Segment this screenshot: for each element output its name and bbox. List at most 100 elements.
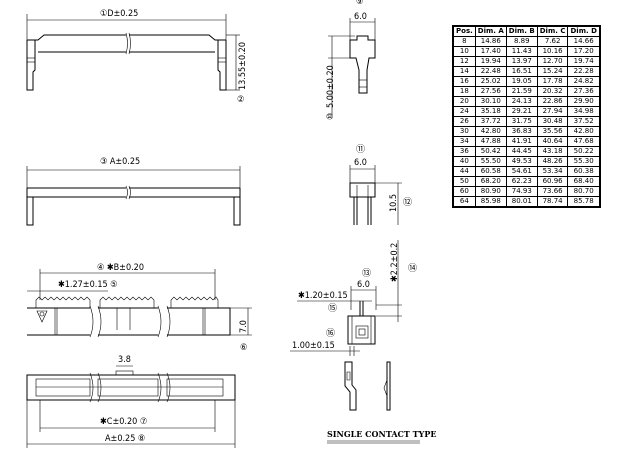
callout-14: ⑭ <box>408 263 417 274</box>
table-cell: 29.90 <box>567 96 601 107</box>
middle-view: ③ A±0.25 <box>26 157 241 226</box>
table-cell: 30.10 <box>474 96 507 107</box>
callout-10: ⑩ <box>326 113 336 120</box>
table-cell: 73.66 <box>536 186 569 197</box>
dim-a2-label: A±0.25 ⑧ <box>105 434 145 444</box>
table-cell: 22.48 <box>474 66 507 77</box>
table-cell: 22.86 <box>536 96 569 107</box>
table-cell: 19.94 <box>474 56 507 67</box>
col-dim-c: Dim. C <box>536 25 569 37</box>
table-cell: 12 <box>452 56 476 67</box>
table-cell: 27.36 <box>567 86 601 97</box>
table-cell: 21.59 <box>505 86 538 97</box>
table-cell: 53.34 <box>536 166 569 177</box>
callout-9: ⑨ <box>356 0 363 7</box>
table-cell: 60 <box>452 186 476 197</box>
single-contact-caption: SINGLE CONTACT TYPE <box>327 429 436 439</box>
key-width-label: 3.8 <box>118 355 131 365</box>
table-cell: 30.48 <box>536 116 569 127</box>
table-cell: 24.82 <box>567 76 601 87</box>
table-cell: 30 <box>452 126 476 137</box>
table-cell: 44.45 <box>505 146 538 157</box>
table-cell: 41.91 <box>505 136 538 147</box>
table-cell: 37.52 <box>567 116 601 127</box>
table-cell: 85.98 <box>474 196 507 208</box>
dim-b-label: ④ ✱B±0.20 <box>97 263 144 273</box>
contact-views: SINGLE CONTACT TYPE <box>327 361 436 444</box>
table-cell: 34 <box>452 136 476 147</box>
table-cell: 8 <box>452 36 476 47</box>
table-cell: 10.16 <box>536 46 569 57</box>
height-7-label: 7.0 <box>239 320 249 333</box>
table-cell: 44 <box>452 166 476 177</box>
table-cell: 80.90 <box>474 186 507 197</box>
table-cell: 34.98 <box>567 106 601 117</box>
table-cell: 42.80 <box>474 126 507 137</box>
callout-6: ⑥ <box>240 343 247 353</box>
table-cell: 24.13 <box>505 96 538 107</box>
table-cell: 80.70 <box>567 186 601 197</box>
callout-11: ⑪ <box>356 144 365 155</box>
table-cell: 48.26 <box>536 156 569 167</box>
table-cell: 17.40 <box>474 46 507 57</box>
table-cell: 55.30 <box>567 156 601 167</box>
dim-height-label: 13.55±0.20 <box>238 42 248 90</box>
table-cell: 50.42 <box>474 146 507 157</box>
dim-d-label: ①D±0.25 <box>100 9 138 19</box>
table-cell: 20.32 <box>536 86 569 97</box>
table-cell: 40.64 <box>536 136 569 147</box>
height-10-5-label: 10.5 <box>389 194 399 212</box>
table-cell: 68.20 <box>474 176 507 187</box>
table-cell: 26 <box>452 116 476 127</box>
table-cell: 60.58 <box>474 166 507 177</box>
table-cell: 36 <box>452 146 476 157</box>
callout-12: ⑫ <box>403 197 412 208</box>
table-cell: 78.74 <box>536 196 569 208</box>
width-6-label-1: 6.0 <box>354 12 367 22</box>
table-cell: 17.78 <box>536 76 569 87</box>
table-header-row: Pos. Dim. A Dim. B Dim. C Dim. D <box>452 25 601 37</box>
table-cell: 29.21 <box>505 106 538 117</box>
table-cell: 16 <box>452 76 476 87</box>
plan-view: 3.8 ✱C±0.20 ⑦ A±0.25 ⑧ <box>26 355 236 448</box>
table-cell: 62.23 <box>505 176 538 187</box>
table-cell: 64 <box>452 196 476 208</box>
table-cell: 7.62 <box>536 36 569 47</box>
table-cell: 36.83 <box>505 126 538 137</box>
dim-1-20-label: ✱1.20±0.15 <box>298 291 348 301</box>
table-cell: 20 <box>452 96 476 107</box>
side-view-3: ✱2.2±0.2 ⑭ ⑬ 6.0 ✱1.20±0.15 ⑮ ⑯ 1.00±0.1… <box>290 240 417 356</box>
table-cell: 37.72 <box>474 116 507 127</box>
table-cell: 31.75 <box>505 116 538 127</box>
table-cell: 14.66 <box>567 36 601 47</box>
table-cell: 27.94 <box>536 106 569 117</box>
callout-2: ② <box>237 95 244 105</box>
table-cell: 47.68 <box>567 136 601 147</box>
table-cell: 43.18 <box>536 146 569 157</box>
side-view-1: ⑨ 6.0 5.00±0.20 ⑩ <box>326 0 376 120</box>
table-cell: 60.38 <box>567 166 601 177</box>
table-cell: 49.53 <box>505 156 538 167</box>
table-cell: 85.78 <box>567 196 601 208</box>
table-cell: 10 <box>452 46 476 57</box>
table-cell: 24 <box>452 106 476 117</box>
col-dim-b: Dim. B <box>505 25 538 37</box>
